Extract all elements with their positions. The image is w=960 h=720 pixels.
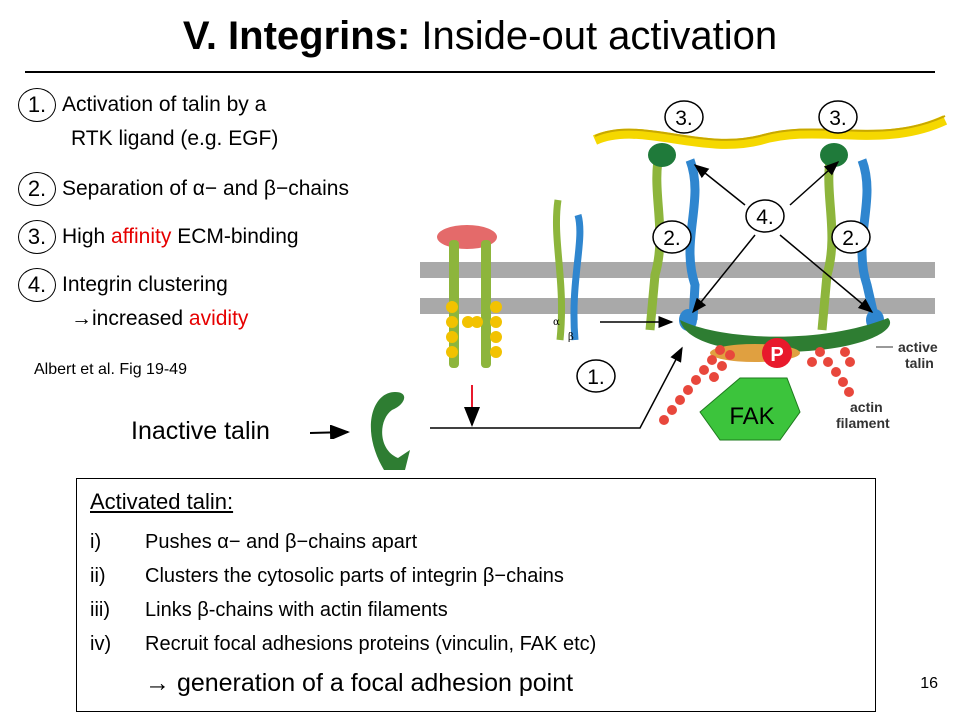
- figure-citation: Albert et al. Fig 19-49: [34, 361, 187, 378]
- step-4-increased: increased: [92, 307, 189, 330]
- step-1: 1. Activation of talin by a: [18, 88, 266, 122]
- phospho-circle: [762, 338, 792, 368]
- title-rest: Inside-out activation: [421, 14, 778, 58]
- svg-text:P: P: [770, 344, 783, 366]
- label-3-left: 3.: [664, 100, 704, 134]
- step-3-text: High affinity ECM-binding: [62, 223, 299, 251]
- activated-talin-box: Activated talin: i) Pushes α− and β−chain…: [76, 478, 876, 712]
- svg-text:FAK: FAK: [729, 403, 774, 430]
- conclusion-text: generation of a focal adhesion point: [170, 669, 574, 697]
- box-item-4: iv) Recruit focal adhesions proteins (vin…: [90, 631, 596, 657]
- svg-text:3.: 3.: [675, 107, 693, 130]
- label-4: 4.: [745, 199, 785, 233]
- box-item-1-text: Pushes α− and β−chains apart: [145, 531, 418, 553]
- svg-text:2.: 2.: [663, 227, 681, 250]
- label-1: 1.: [576, 359, 616, 393]
- step-4-line2: →increased avidity: [71, 305, 248, 333]
- svg-text:4.: 4.: [756, 206, 774, 229]
- label-2-left: 2.: [652, 220, 692, 254]
- step-3-number: 3.: [18, 220, 56, 254]
- svg-text:α: α: [553, 317, 560, 328]
- svg-text:filament: filament: [836, 415, 890, 431]
- box-item-4-text: Recruit focal adhesions proteins (vincul…: [145, 633, 597, 655]
- active-talin: [680, 318, 891, 352]
- box-item-3-roman: iii): [90, 599, 110, 621]
- step-2-text: Separation of α− and β−chains: [62, 175, 349, 203]
- actin-filament-left: [659, 345, 735, 425]
- step-4-number: 4.: [18, 268, 56, 302]
- box-item-2-text: Clusters the cytosolic parts of integrin…: [145, 565, 564, 587]
- step-4-arrow: →: [71, 307, 92, 330]
- box-item-3: iii) Links β-chains with actin filaments: [90, 597, 448, 623]
- integrin-activation-diagram: α β FAK P: [370, 100, 948, 470]
- svg-text:β: β: [568, 332, 574, 343]
- step-2-and: and: [217, 177, 264, 200]
- fak-protein: FAK: [699, 377, 801, 441]
- box-item-1-roman: i): [90, 531, 102, 553]
- inactive-talin-arrow: [310, 425, 350, 439]
- box-item-4-roman: iv): [90, 633, 112, 655]
- inactive-integrin: α β: [552, 199, 584, 343]
- step-1-line2: RTK ligand (e.g. EGF): [71, 127, 279, 150]
- rtk-receptor: [437, 225, 502, 427]
- step-2-number: 2.: [18, 172, 56, 206]
- inactive-talin-label: Inactive talin: [131, 416, 270, 446]
- step-1-number: 1.: [18, 88, 56, 122]
- label-2-right: 2.: [831, 220, 871, 254]
- step-3: 3.High affinity ECM-binding: [18, 220, 299, 254]
- step-2: 2.Separation of α− and β−chains: [18, 172, 349, 206]
- box-item-3-text: Links β-chains with actin filaments: [145, 599, 448, 621]
- box-conclusion: → generation of a focal adhesion point: [145, 668, 573, 698]
- step-2-text-a: Separation of: [62, 177, 193, 200]
- step-3-text-b: ECM-binding: [171, 225, 299, 248]
- actin-filament-right: [807, 347, 855, 397]
- step-2-chains: chains: [288, 177, 349, 200]
- step-2-beta: β−: [263, 177, 289, 200]
- svg-text:actin: actin: [850, 399, 883, 415]
- box-item-1: i) Pushes α− and β−chains apart: [90, 529, 417, 555]
- svg-text:active: active: [898, 339, 938, 355]
- page-number: 16: [920, 675, 938, 692]
- step-4-line1: Integrin clustering: [62, 273, 228, 296]
- box-item-2: ii) Clusters the cytosolic parts of integ…: [90, 563, 564, 589]
- label-3-right: 3.: [818, 100, 858, 134]
- step-4-avidity: avidity: [188, 307, 249, 330]
- svg-text:3.: 3.: [829, 107, 847, 130]
- conclusion-arrow: →: [145, 669, 170, 697]
- title-bold: V. Integrins:: [182, 14, 411, 58]
- step-2-alpha: α−: [192, 177, 218, 200]
- svg-text:2.: 2.: [842, 227, 860, 250]
- step-3-text-a: High: [62, 225, 112, 248]
- ecm-fiber: [592, 115, 948, 149]
- step-4: 4. Integrin clustering: [18, 268, 228, 302]
- box-item-2-roman: ii): [90, 565, 106, 587]
- slide-title: V. Integrins: Inside-out activation: [0, 12, 960, 60]
- box-title: Activated talin:: [90, 489, 234, 514]
- title-divider: [25, 71, 935, 73]
- step-1-line1: Activation of talin by a: [62, 93, 267, 116]
- step-3-affinity: affinity: [111, 225, 172, 248]
- svg-text:1.: 1.: [587, 366, 605, 389]
- svg-text:talin: talin: [905, 355, 934, 371]
- inactive-talin-text: Inactive talin: [131, 417, 270, 445]
- inactive-talin-shape: [370, 392, 410, 470]
